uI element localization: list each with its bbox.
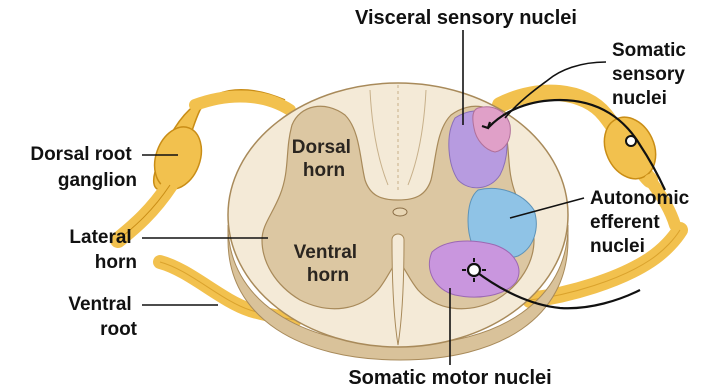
ventral-horn-line-2: horn — [307, 265, 349, 286]
lateral-horn-line-1: Lateral — [69, 227, 131, 248]
autonomic-efferent-line-3: nuclei — [590, 236, 645, 257]
ventral-root-line-1: Ventral — [68, 294, 131, 315]
sensory-neuron-cell-body — [626, 136, 636, 146]
somatic-motor-nuclei-label: Somatic motor nuclei — [348, 367, 551, 389]
ventral-horn-line-1: Ventral — [294, 242, 357, 263]
dorsal-root-ganglion-line-1: Dorsal root — [30, 144, 132, 165]
lateral-horn-label: Lateral horn — [69, 227, 137, 273]
somatic-sensory-nuclei-label: Somatic sensory nuclei — [612, 40, 691, 109]
ventral-root-label: Ventral root — [68, 294, 137, 340]
dorsal-horn-line-2: horn — [303, 160, 345, 181]
dorsal-root-ganglion-line-2: ganglion — [58, 170, 137, 191]
autonomic-efferent-line-1: Autonomic — [590, 188, 690, 209]
visceral-sensory-nuclei-label: Visceral sensory nuclei — [355, 7, 577, 29]
dorsal-root-ganglion-label: Dorsal root ganglion — [30, 144, 137, 191]
somatic-sensory-line-2: sensory — [612, 64, 685, 85]
lateral-horn-line-2: horn — [95, 252, 137, 273]
somatic-sensory-line-3: nuclei — [612, 88, 667, 109]
central-canal — [393, 208, 407, 216]
ventral-root-line-2: root — [100, 319, 138, 340]
dorsal-horn-line-1: Dorsal — [292, 137, 351, 158]
somatic-sensory-line-1: Somatic — [612, 40, 686, 61]
autonomic-efferent-line-2: efferent — [590, 212, 660, 233]
